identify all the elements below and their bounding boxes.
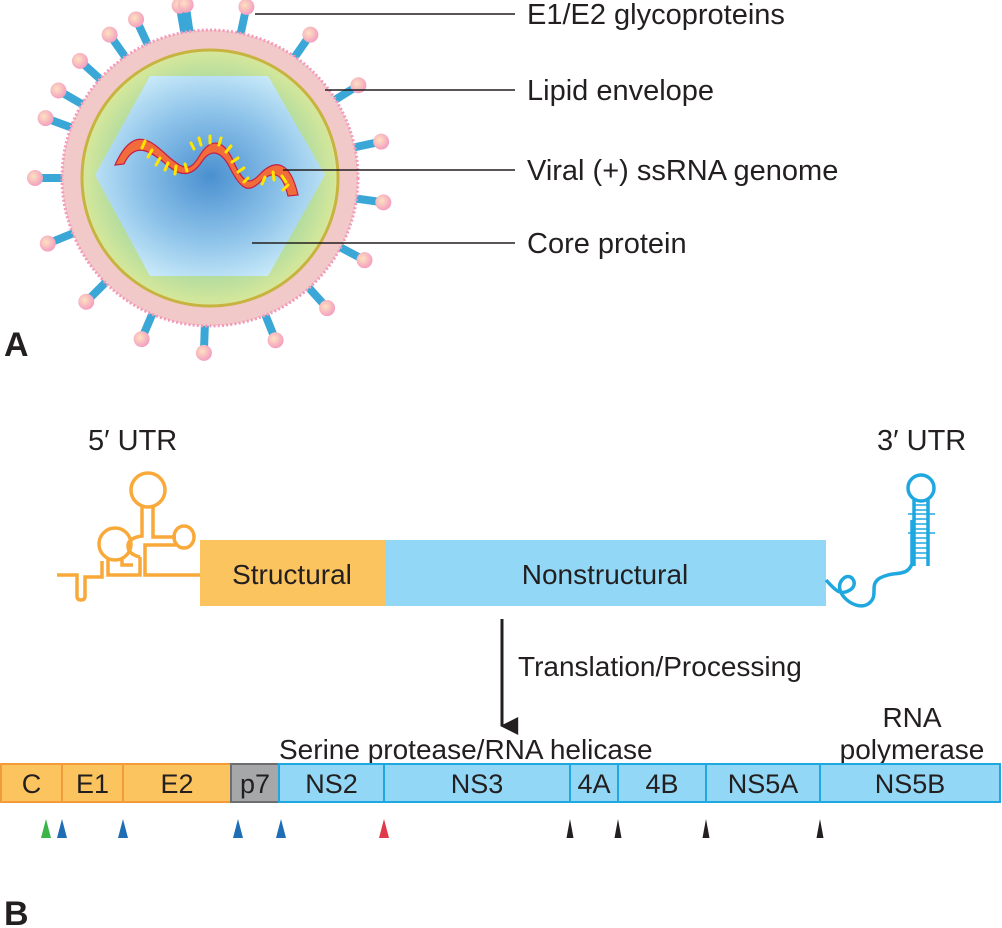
protein-label: NS3 <box>451 769 504 799</box>
translation-processing-label: Translation/Processing <box>518 651 802 682</box>
label-5-utr: 5′ UTR <box>88 425 177 457</box>
structural-label: Structural <box>232 559 352 590</box>
protein-label: NS5B <box>875 769 946 799</box>
protein-label: E2 <box>160 769 193 799</box>
cleavage-markers <box>41 819 824 838</box>
protein-segment-ns5b: NS5B <box>819 763 1001 803</box>
protein-segment-ns5a: NS5A <box>705 763 821 803</box>
protein-segment-c: C <box>0 763 63 803</box>
nonstructural-label: Nonstructural <box>522 559 689 590</box>
protein-segment-e2: E2 <box>122 763 232 803</box>
cleavage-marker-black <box>614 819 622 838</box>
protein-label: NS2 <box>305 769 358 799</box>
ns3-function-label: Serine protease/RNA helicase <box>279 734 653 765</box>
label-rna-genome: Viral (+) ssRNA genome <box>527 155 838 187</box>
panel-a-leader-lines <box>252 13 515 244</box>
panel-letter-a: A <box>4 326 29 364</box>
protein-label: E1 <box>76 769 109 799</box>
protein-label: p7 <box>240 769 270 799</box>
protein-segment-p7: p7 <box>230 763 280 803</box>
protein-label: 4B <box>645 769 678 799</box>
polyprotein-bar: C E1 E2 p7 NS2 NS3 4A 4B NS5A NS5B <box>0 763 1001 803</box>
label-glycoproteins: E1/E2 glycoproteins <box>527 0 785 31</box>
panel-letter-b: B <box>4 895 29 928</box>
label-core-protein: Core protein <box>527 228 687 260</box>
label-3-utr: 3′ UTR <box>877 425 966 457</box>
protein-label: 4A <box>577 769 610 799</box>
cleavage-marker-black <box>816 819 824 838</box>
cleavage-marker-green <box>41 819 51 838</box>
cleavage-marker-red <box>379 819 389 838</box>
nonstructural-region <box>385 540 826 606</box>
protein-label: NS5A <box>728 769 799 799</box>
structural-region <box>200 540 385 606</box>
protein-segment-ns3: NS3 <box>383 763 571 803</box>
cleavage-marker-blue <box>276 819 286 838</box>
cleavage-marker-blue <box>233 819 243 838</box>
cleavage-marker-black <box>566 819 574 838</box>
virion-illustration <box>27 0 392 361</box>
cleavage-marker-black <box>702 819 710 838</box>
ns5b-function-line1: RNA <box>882 702 941 733</box>
core-hexagon <box>95 76 325 276</box>
utr3-structure <box>824 473 936 608</box>
genome-bar: Structural Nonstructural <box>200 540 826 606</box>
protein-segment-e1: E1 <box>61 763 124 803</box>
protein-label: C <box>22 769 42 799</box>
ns5b-function-line2: polymerase <box>840 734 985 765</box>
cleavage-marker-blue <box>118 819 128 838</box>
cleavage-marker-blue <box>57 819 67 838</box>
protein-segment-4b: 4B <box>617 763 707 803</box>
protein-segment-4a: 4A <box>569 763 619 803</box>
protein-segment-ns2: NS2 <box>278 763 385 803</box>
label-lipid-envelope: Lipid envelope <box>527 75 714 107</box>
rna-genome <box>114 134 299 197</box>
utr5-structure <box>57 471 200 602</box>
